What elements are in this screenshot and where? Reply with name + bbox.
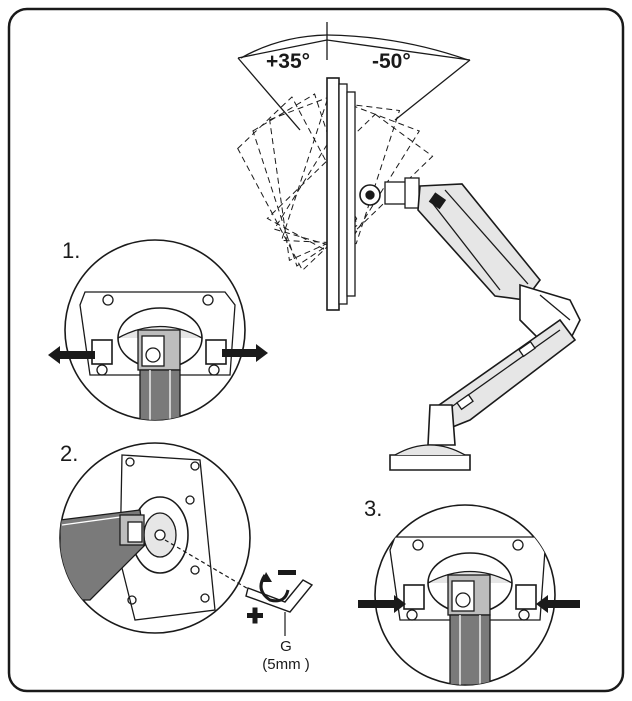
step-3-label: 3. bbox=[364, 496, 383, 521]
rotate-arrow-icon bbox=[259, 574, 290, 603]
allen-key-icon bbox=[245, 579, 314, 613]
tool-size-label: (5mm ) bbox=[262, 656, 310, 673]
step-2-detail-circle bbox=[59, 442, 314, 636]
step-2-label: 2. bbox=[60, 441, 79, 466]
tool-letter-label: G bbox=[280, 638, 292, 655]
arrow-left-icon bbox=[48, 346, 95, 364]
step-3-detail-circle bbox=[358, 504, 580, 686]
minus-icon bbox=[278, 570, 296, 575]
step-1-detail-circle bbox=[48, 239, 268, 421]
tilt-down-angle-label: -50° bbox=[372, 50, 411, 73]
plus-icon bbox=[247, 607, 263, 624]
arrow-right-icon bbox=[222, 344, 268, 362]
outer-border bbox=[7, 7, 625, 693]
tilt-up-angle-label: +35° bbox=[266, 50, 311, 73]
arrow-left-icon bbox=[536, 595, 580, 613]
arrow-right-icon bbox=[358, 595, 406, 613]
monitor-arm-illustration bbox=[237, 22, 581, 471]
step-1-label: 1. bbox=[62, 238, 81, 263]
